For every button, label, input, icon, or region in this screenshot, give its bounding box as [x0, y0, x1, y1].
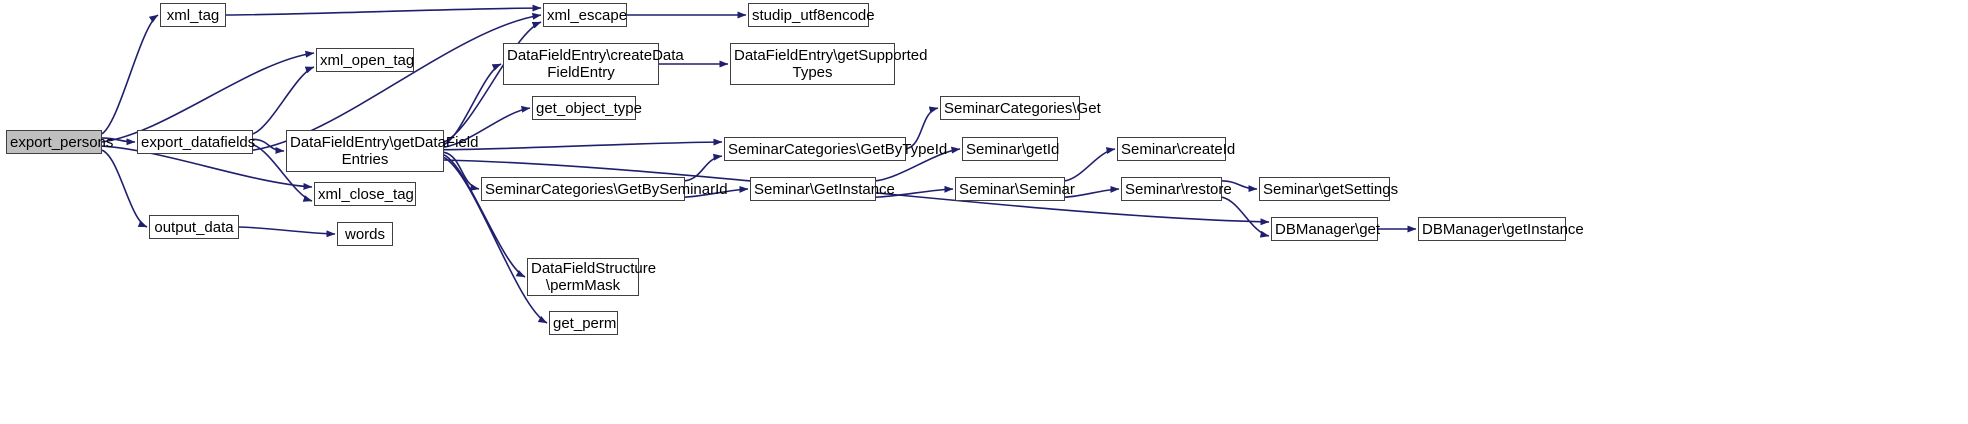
edge-getDataFieldEntries-to-permMask [443, 154, 526, 278]
edge-GetBySeminarId-to-GetByTypeId [684, 153, 723, 182]
node-label-GetInstance: Seminar\GetInstance [754, 180, 895, 198]
edge-getDataFieldEntries-to-createDataFieldEntry [443, 63, 502, 146]
node-getSupportedTypes[interactable]: DataFieldEntry\getSupported Types [730, 43, 928, 85]
node-SeminargetSettings[interactable]: Seminar\getSettings [1259, 177, 1399, 201]
node-DBManagerget[interactable]: DBManager\get [1271, 217, 1381, 241]
node-label-SeminargetSettings: Seminar\getSettings [1263, 180, 1399, 198]
node-SeminarCategoriesGet[interactable]: SeminarCategories\Get [940, 96, 1101, 120]
node-label-xml_open_tag: xml_open_tag [320, 51, 415, 69]
node-label-get_perm: get_perm [553, 314, 617, 332]
node-export_persons[interactable]: export_persons [6, 130, 114, 154]
edge-output_data-to-words [238, 226, 336, 238]
node-getDataFieldEntries[interactable]: DataFieldEntry\getDataField Entries [286, 130, 479, 172]
edge-getDataFieldEntries-to-GetBySeminarId [443, 151, 480, 191]
node-SeminarSeminar[interactable]: Seminar\Seminar [955, 177, 1075, 201]
node-label-export_datafields: export_datafields [141, 133, 256, 151]
node-output_data[interactable]: output_data [149, 215, 239, 239]
edge-export_datafields-to-xml_open_tag [252, 66, 315, 135]
node-GetBySeminarId[interactable]: SeminarCategories\GetBySeminarId [481, 177, 728, 201]
node-label-studip_utf8encode: studip_utf8encode [752, 6, 875, 24]
edge-export_persons-to-output_data [101, 149, 148, 228]
node-label-GetByTypeId: SeminarCategories\GetByTypeId [728, 140, 948, 158]
edge-xml_tag-to-xml_escape [225, 4, 542, 16]
node-label-DBManagergetInstance: DBManager\getInstance [1422, 220, 1584, 238]
node-label-SeminarcreateId: Seminar\createId [1121, 140, 1236, 158]
edge-export_persons-to-xml_tag [101, 14, 159, 135]
node-SeminargetId[interactable]: Seminar\getId [962, 137, 1060, 161]
node-label-SeminargetId: Seminar\getId [966, 140, 1060, 158]
node-studip_utf8encode[interactable]: studip_utf8encode [748, 3, 875, 27]
node-label-SeminarSeminar: Seminar\Seminar [959, 180, 1075, 198]
node-words[interactable]: words [337, 222, 393, 246]
node-createDataFieldEntry[interactable]: DataFieldEntry\createData FieldEntry [503, 43, 684, 85]
node-label-export_persons: export_persons [10, 133, 114, 151]
node-permMask[interactable]: DataFieldStructure \permMask [527, 258, 657, 296]
edge-getDataFieldEntries-to-GetByTypeId [443, 138, 723, 151]
node-label-xml_close_tag: xml_close_tag [318, 185, 414, 203]
edge-export_datafields-to-getDataFieldEntries [252, 138, 285, 154]
node-DBManagergetInstance[interactable]: DBManager\getInstance [1418, 217, 1584, 241]
node-label-GetBySeminarId: SeminarCategories\GetBySeminarId [485, 180, 728, 198]
node-label-Seminarrestore: Seminar\restore [1125, 180, 1232, 198]
node-GetInstance[interactable]: Seminar\GetInstance [750, 177, 895, 201]
node-export_datafields[interactable]: export_datafields [137, 130, 256, 154]
node-label-words: words [344, 225, 385, 243]
node-GetByTypeId[interactable]: SeminarCategories\GetByTypeId [724, 137, 948, 161]
node-label-SeminarCategoriesGet: SeminarCategories\Get [944, 99, 1101, 117]
node-xml_escape[interactable]: xml_escape [543, 3, 627, 27]
node-label-getSupportedTypes: DataFieldEntry\getSupported Types [734, 47, 928, 81]
node-label-permMask: DataFieldStructure \permMask [531, 260, 657, 294]
node-label-output_data: output_data [154, 218, 234, 236]
node-label-xml_tag: xml_tag [166, 6, 220, 24]
node-label-DBManagerget: DBManager\get [1275, 220, 1381, 238]
node-xml_close_tag[interactable]: xml_close_tag [314, 182, 416, 206]
edge-Seminarrestore-to-DBManagerget [1221, 196, 1270, 238]
node-get_object_type[interactable]: get_object_type [532, 96, 642, 120]
node-xml_open_tag[interactable]: xml_open_tag [316, 48, 414, 72]
node-xml_tag[interactable]: xml_tag [160, 3, 226, 27]
node-SeminarcreateId[interactable]: Seminar\createId [1117, 137, 1236, 161]
node-label-xml_escape: xml_escape [547, 6, 628, 24]
node-Seminarrestore[interactable]: Seminar\restore [1121, 177, 1232, 201]
edge-export_persons-to-xml_open_tag [101, 50, 315, 143]
node-label-createDataFieldEntry: DataFieldEntry\createData FieldEntry [507, 47, 684, 81]
edge-SeminarSeminar-to-SeminarcreateId [1064, 147, 1116, 182]
node-get_perm[interactable]: get_perm [549, 311, 618, 335]
node-label-get_object_type: get_object_type [536, 99, 642, 117]
node-label-getDataFieldEntries: DataFieldEntry\getDataField Entries [290, 134, 479, 168]
